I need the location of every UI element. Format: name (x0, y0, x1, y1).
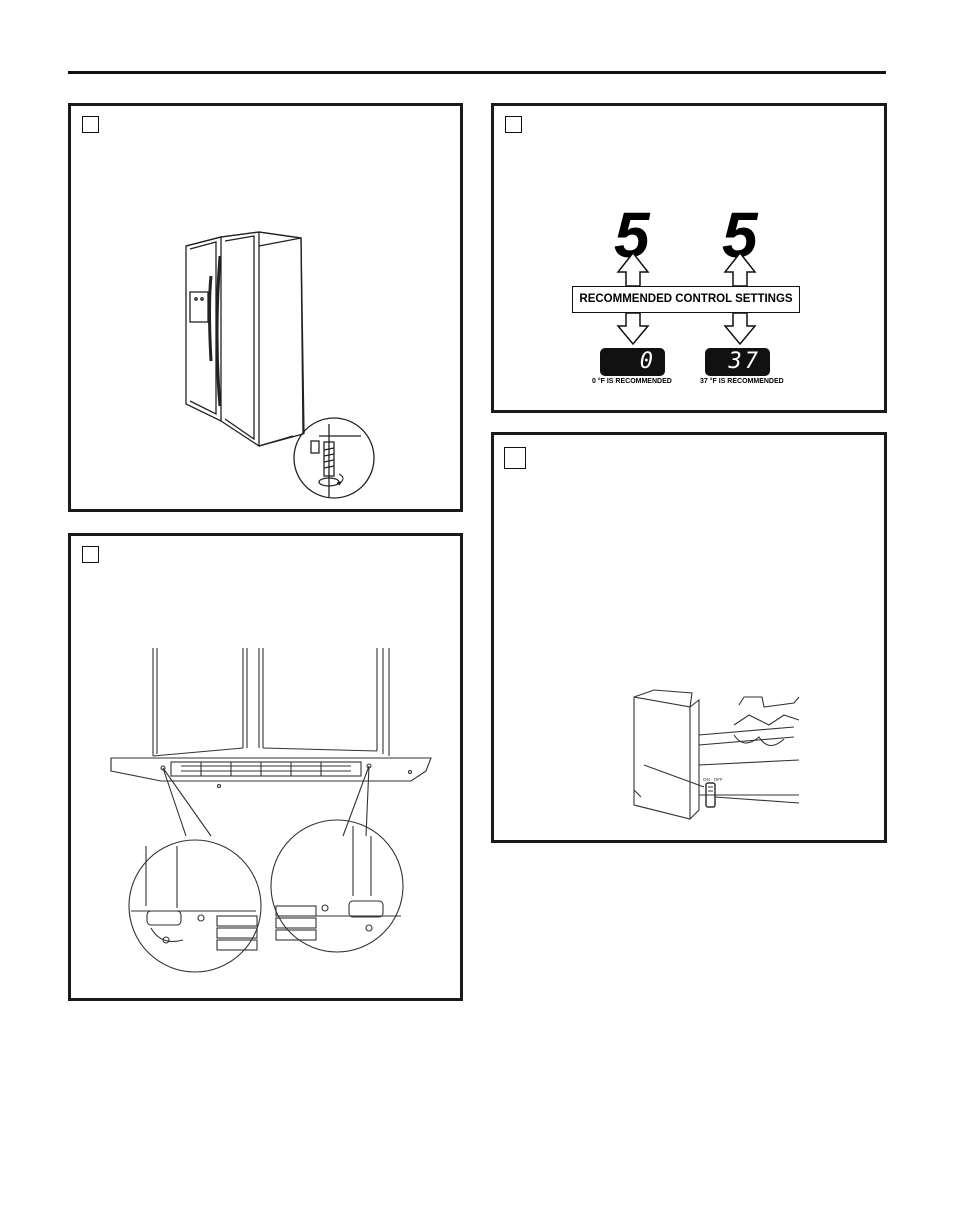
refrigerator-leveling-illustration (71, 106, 460, 509)
panel-control-settings: 5 5 RECOMMENDED CONTROL SETTINGS 0 37 0 … (491, 103, 887, 413)
on-off-switch-label: ON · OFF (703, 777, 723, 782)
base-grille-illustration (71, 536, 460, 998)
panel-icemaker-switch: ON · OFF (491, 432, 887, 843)
fresh-food-recommendation-caption: 37 °F IS RECOMMENDED (700, 378, 784, 385)
panel-base-grille (68, 533, 463, 1001)
freezer-recommendation-caption: 0 °F IS RECOMMENDED (592, 378, 672, 385)
panel-leveling-legs (68, 103, 463, 512)
freezer-temperature-display: 0 (600, 348, 665, 376)
down-arrow-icon (618, 313, 648, 344)
up-arrow-icon (618, 253, 648, 286)
fresh-food-temperature-display: 37 (705, 348, 770, 376)
icemaker-switch-illustration: ON · OFF (494, 435, 884, 840)
header-rule (68, 71, 886, 74)
up-arrow-icon (725, 253, 755, 286)
recommended-settings-banner: RECOMMENDED CONTROL SETTINGS (572, 286, 800, 313)
down-arrow-icon (725, 313, 755, 344)
setting-arrows (494, 106, 884, 410)
